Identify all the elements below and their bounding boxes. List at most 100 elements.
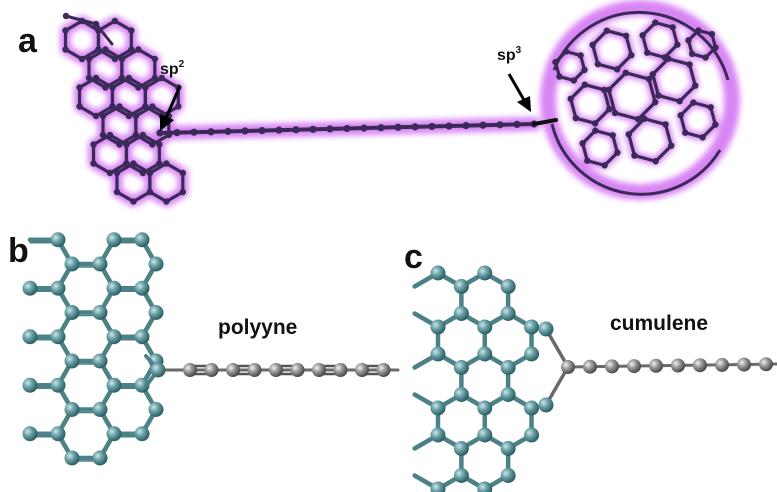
chain-atom [561,360,575,374]
graphene-lattice-c [412,265,540,492]
carbon-atom-teal [430,481,446,492]
chain-atom [292,126,300,134]
carbon-atom [146,169,154,177]
carbon-atom-teal [453,468,469,483]
carbon-atom-teal [538,397,554,413]
carbon-atom-teal [148,401,164,417]
panel-c: c cumulene [404,238,777,492]
carbon-atom-teal [92,401,108,417]
cage-atom [603,27,611,34]
cage-atom [635,115,642,123]
cage-atom [690,99,697,106]
cage-atom [651,99,659,106]
chain-atom [326,125,334,133]
chain-atom [355,363,369,377]
cage-atom [677,112,684,119]
cage-atom [594,60,602,68]
sp3-arrow [507,73,531,112]
carbon-atom-teal [92,450,108,466]
carbon-atom [179,169,187,177]
carbon-atom [135,46,142,53]
panel-label-a: a [18,22,38,60]
chain-atom [290,363,305,377]
carbon-atom [92,74,100,82]
cage-atom [692,82,699,89]
carbon-atom [128,27,135,34]
carbon-atom [99,112,107,120]
cage-atom [567,95,574,103]
carbon-atom [106,131,114,139]
chain-atom [247,363,262,377]
carbon-atom-teal [134,426,150,442]
cage-atom [668,142,675,149]
carbon-atom-teal [453,387,469,402]
chain-atom [377,124,385,132]
chain-atom [183,363,197,377]
cage-atom [685,37,692,44]
sp3-label: sp3 [497,45,522,64]
panel-a: a sp2 sp3 [18,0,740,207]
carbon-atom-teal [92,256,108,272]
carbon-atom-teal [477,481,493,492]
chain-atom [649,358,663,373]
cage-atom [581,66,588,74]
carbon-atom-teal [106,426,122,442]
carbon-atom [179,188,187,196]
panel-label-c: c [404,238,423,276]
cage-atom [669,24,676,31]
chain-atom [428,122,436,131]
carbon-atom-teal [50,329,66,345]
cage-outline [550,123,722,196]
carbon-atom-teal [134,280,150,296]
carbon-atom [130,160,137,167]
graphene-lattice-b [22,232,164,466]
sp3-bond [532,118,558,126]
cage-atom [577,52,584,59]
chain-atom [671,358,685,373]
carbon-atom-teal [22,426,38,442]
cage-atom [556,73,563,80]
chain-atom [269,363,283,377]
carbon-atom [146,188,154,196]
cage-atom [606,105,613,113]
carbon-atom [151,55,159,63]
carbon-atom [139,131,147,139]
cage-atom [682,129,689,136]
carbon-atom [111,17,119,25]
cage-atom [712,121,719,128]
cage-atom [570,77,578,84]
cage-atom [614,149,621,156]
carbon-atom-teal [106,232,122,248]
carbon-atom [62,12,70,20]
carbon-atom-teal [64,401,80,417]
cage-atom [584,157,591,164]
cumulene-chain [538,321,777,413]
polyyne-chain [144,354,400,388]
carbon-atom-teal [430,265,446,281]
chain-atom [241,127,249,135]
carbon-atom-teal [92,353,108,369]
chain-atom [343,124,351,133]
glow-layer [60,0,740,207]
carbon-atom-teal [50,280,66,296]
carbon-atom [113,169,121,177]
carbon-atom [78,55,86,63]
carbon-atom-teal [430,427,446,443]
chain-atom [462,122,470,130]
carbon-atom-teal [500,360,516,375]
chain-atom [376,363,391,377]
cage-atom [601,162,608,169]
carbon-atom-teal [500,441,516,456]
carbon-atom-teal [134,377,150,393]
glow-cage [540,0,740,200]
carbon-atom-teal [477,319,493,335]
carbon-atom-teal [64,353,80,369]
carbon-atom [118,55,126,63]
carbon-atom-teal [477,265,493,281]
cage-atom [676,98,683,105]
carbon-atom-teal [22,329,38,345]
chain-atom [583,359,597,374]
carbon-atom-teal [64,256,80,272]
carbon-atom [142,84,149,91]
chain-atom [156,129,164,137]
